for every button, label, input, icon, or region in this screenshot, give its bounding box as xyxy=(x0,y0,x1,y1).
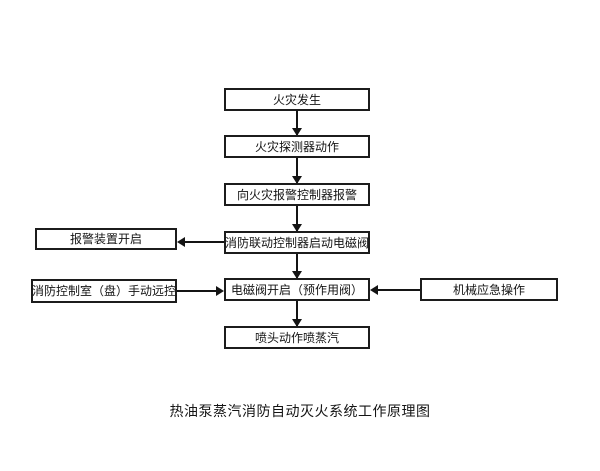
arrow-mechanical-to-solenoid xyxy=(370,285,420,295)
arrowhead-down-icon xyxy=(292,176,302,184)
arrow-solenoid-to-nozzle xyxy=(292,301,302,327)
node-detector-action: 火灾探测器动作 xyxy=(224,135,370,158)
node-nozzle-spray-steam: 喷头动作喷蒸汽 xyxy=(224,326,370,349)
diagram-title: 热油泵蒸汽消防自动灭火系统工作原理图 xyxy=(169,405,431,420)
node-report-alarm: 向火灾报警控制器报警 xyxy=(224,183,370,206)
arrowhead-down-icon xyxy=(292,271,302,279)
node-linkage-start-solenoid: 消防联动控制器启动电磁阀 xyxy=(224,231,370,254)
arrow-report-to-linkage xyxy=(292,206,302,232)
arrow-linkage-to-solenoid xyxy=(292,254,302,279)
arrowhead-left-icon xyxy=(177,237,185,247)
arrowhead-right-icon xyxy=(216,286,224,296)
arrowhead-down-icon xyxy=(292,224,302,232)
arrowhead-down-icon xyxy=(292,128,302,136)
arrow-fire-to-detector xyxy=(292,110,302,136)
node-mechanical-emergency: 机械应急操作 xyxy=(420,278,558,301)
node-fire-occurs: 火灾发生 xyxy=(224,88,370,111)
node-alarm-device-open: 报警装置开启 xyxy=(35,228,177,250)
arrowhead-down-icon xyxy=(292,319,302,327)
node-manual-remote-control: 消防控制室（盘）手动远控 xyxy=(31,279,177,303)
arrow-manual-to-solenoid xyxy=(177,286,224,296)
arrow-linkage-to-alarm-device xyxy=(177,237,224,247)
node-solenoid-open: 电磁阀开启（预作用阀） xyxy=(224,278,370,301)
arrow-detector-to-report xyxy=(292,158,302,184)
arrowhead-left-icon xyxy=(370,285,378,295)
